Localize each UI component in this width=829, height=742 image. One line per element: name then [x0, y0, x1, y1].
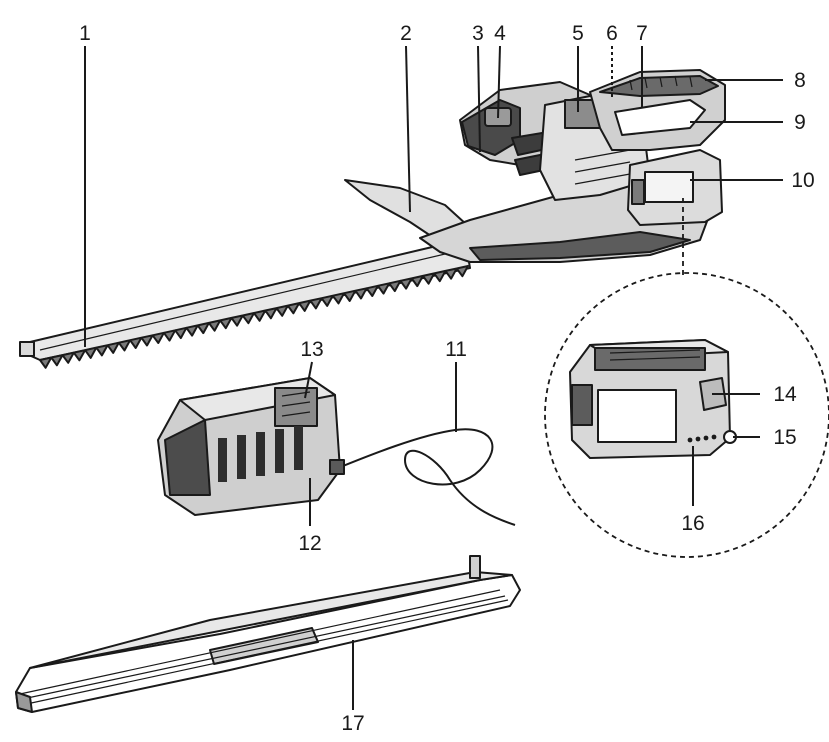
callout-10: 10 — [791, 169, 814, 192]
leader-lines — [84, 45, 783, 710]
callout-12: 12 — [298, 532, 321, 555]
charger-cord — [337, 428, 516, 526]
blade-teeth — [39, 265, 469, 369]
callout-16: 16 — [681, 512, 704, 535]
callout-6: 6 — [606, 22, 618, 45]
callout-8: 8 — [794, 69, 806, 92]
callout-11: 11 — [445, 338, 467, 361]
charger-contact — [237, 435, 246, 479]
callout-4: 4 — [494, 22, 506, 45]
callout-14: 14 — [773, 383, 797, 406]
detail-circle — [544, 272, 829, 558]
callout-13: 13 — [300, 338, 323, 361]
led-dot — [687, 437, 693, 443]
charger — [157, 377, 516, 526]
charger-contact — [218, 438, 227, 482]
callout-9: 9 — [794, 111, 806, 134]
callout-17: 17 — [341, 712, 364, 735]
callout-3: 3 — [472, 22, 484, 45]
charge-indicator-leds — [687, 434, 717, 443]
charger-contact — [294, 426, 303, 470]
battery-detail — [544, 198, 829, 558]
led-dot — [695, 436, 701, 442]
led-dot — [711, 434, 717, 440]
callout-2: 2 — [400, 22, 412, 45]
blade — [19, 243, 471, 369]
trimmer-body — [344, 69, 726, 263]
charger-contact — [275, 429, 284, 473]
blade-cover — [15, 555, 521, 713]
charger-contacts — [218, 426, 303, 482]
callout-15: 15 — [773, 426, 796, 449]
charger-contact — [256, 432, 265, 476]
callout-labels: 1 2 3 4 5 6 7 8 9 10 11 12 13 14 15 16 1… — [79, 22, 815, 735]
callout-5: 5 — [572, 22, 584, 45]
callout-1: 1 — [79, 22, 91, 45]
led-dot — [703, 435, 709, 441]
callout-7: 7 — [636, 22, 648, 45]
